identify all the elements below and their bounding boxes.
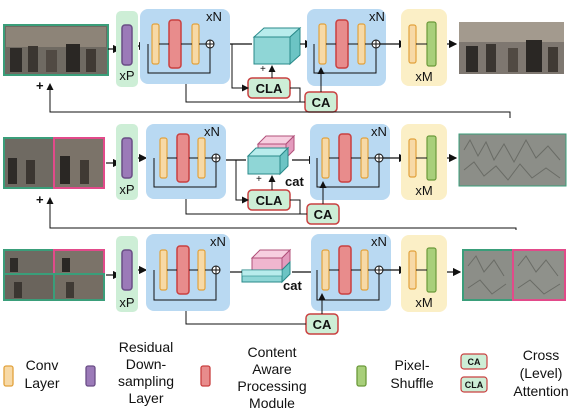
- plus-sign: +: [256, 174, 262, 185]
- legend-cla-badge: [460, 376, 488, 393]
- xP-label-1: xP: [119, 68, 134, 83]
- xN-label-2b: xN: [371, 124, 387, 139]
- xN-label-1b: xN: [369, 9, 385, 24]
- feature-cube-1: [252, 26, 302, 66]
- legend-residual-line4: Layer: [128, 390, 163, 406]
- conv-layer: [321, 249, 330, 291]
- legend-content-line3: Processing: [237, 378, 306, 394]
- content-aware-module: [338, 245, 352, 295]
- conv-layer: [408, 138, 417, 178]
- legend-content-line2: Aware: [252, 361, 292, 377]
- legend-pixel-line2: Shuffle: [390, 375, 434, 391]
- legend-residual-line1: Residual: [119, 339, 173, 355]
- conv-layer: [318, 23, 327, 65]
- content-aware-module: [335, 19, 349, 69]
- conv-layer: [321, 137, 330, 179]
- legend-conv-line2: Layer: [24, 375, 59, 391]
- ca-label-1: CA: [312, 95, 331, 110]
- conv-layer: [159, 249, 168, 291]
- plus-sign: +: [36, 192, 44, 207]
- conv-layer: [357, 23, 366, 65]
- conv-layer: [159, 137, 168, 179]
- encoder-block-bg-1: [140, 9, 230, 84]
- row-3: xP xN cat xN: [3, 234, 566, 335]
- conv-layer: [408, 24, 417, 64]
- residual-downsampling-layer-2: [121, 137, 133, 179]
- xN-label-2: xN: [204, 124, 220, 139]
- cla-label-2: CLA: [256, 193, 283, 208]
- conv-layer: [360, 249, 369, 291]
- xP-label-3: xP: [119, 295, 134, 310]
- legend-conv-line1: Conv: [26, 357, 59, 373]
- legend-conv-swatch: [3, 365, 14, 387]
- conv-layer: [191, 23, 200, 65]
- xN-label-3b: xN: [371, 234, 387, 249]
- legend-content-line4: Module: [249, 395, 295, 411]
- legend: Conv Layer Residual Down- sampling Layer…: [3, 339, 569, 411]
- feature-cube-2: [246, 134, 296, 176]
- conv-layer: [151, 23, 160, 65]
- content-aware-module: [176, 245, 190, 295]
- cla-label-1: CLA: [256, 81, 283, 96]
- output-image-3: [462, 249, 566, 301]
- content-aware-module: [176, 133, 190, 183]
- input-image-2: [3, 137, 105, 189]
- cat-label-2: cat: [285, 174, 304, 189]
- legend-content-swatch: [200, 365, 211, 387]
- legend-ca-badge: [460, 353, 488, 370]
- conv-layer: [360, 137, 369, 179]
- legend-pixel-swatch: [356, 365, 367, 387]
- feature-cube-3: [241, 248, 292, 284]
- legend-cross-line2: (Level): [520, 365, 563, 381]
- content-aware-module: [338, 133, 352, 183]
- content-aware-module: [168, 19, 182, 69]
- legend-pixel-line1: Pixel-: [394, 357, 429, 373]
- xN-label-3: xN: [210, 234, 226, 249]
- row-1: xP xN + xN: [3, 9, 564, 113]
- legend-ca-badge-text: CA: [468, 357, 481, 367]
- conv-layer: [408, 250, 417, 290]
- residual-downsampling-layer-3: [121, 249, 133, 291]
- xN-label-1: xN: [206, 9, 222, 24]
- xP-label-2: xP: [119, 182, 134, 197]
- pixel-shuffle: [426, 21, 437, 67]
- xM-label-1: xM: [415, 69, 432, 84]
- legend-residual-swatch: [85, 365, 96, 387]
- xM-label-3: xM: [415, 295, 432, 310]
- plus-sign: +: [260, 64, 266, 75]
- input-image-3: [3, 249, 105, 301]
- legend-cross-line3: Attention: [513, 383, 568, 399]
- residual-downsampling-layer-1: [121, 24, 133, 66]
- output-image-1: [459, 22, 564, 74]
- conv-layer: [197, 137, 206, 179]
- pixel-shuffle: [426, 135, 437, 181]
- pixel-shuffle: [426, 247, 437, 293]
- legend-cross-line1: Cross: [523, 347, 560, 363]
- legend-residual-line2: Down-: [126, 356, 167, 372]
- xM-label-2: xM: [415, 183, 432, 198]
- ca-label-3: CA: [313, 317, 332, 332]
- conv-layer: [197, 249, 206, 291]
- plus-sign: +: [36, 78, 44, 93]
- legend-residual-line3: sampling: [118, 373, 174, 389]
- output-image-2: [458, 133, 567, 187]
- cat-label-3: cat: [283, 278, 302, 293]
- row-2: xP xN + cat xN: [3, 124, 567, 225]
- input-image-1: [3, 24, 109, 76]
- legend-content-line1: Content: [247, 344, 296, 360]
- legend-cla-badge-text: CLA: [465, 380, 484, 390]
- ca-label-2: CA: [314, 207, 333, 222]
